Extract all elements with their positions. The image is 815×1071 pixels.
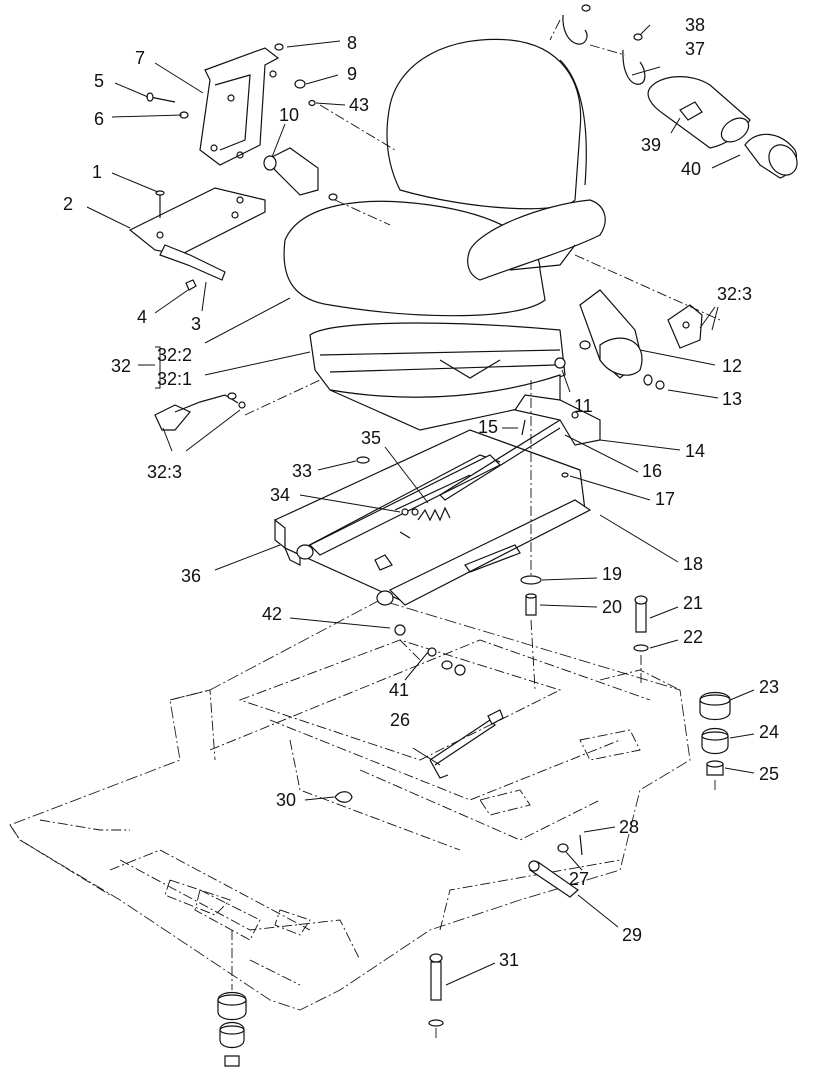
callout-3: 3	[191, 314, 201, 334]
callout-41: 41	[389, 680, 409, 700]
callout-32-2: 32:2	[157, 345, 192, 365]
callout-32-3-right: 32:3	[717, 284, 752, 304]
chassis-frame	[9, 599, 691, 1011]
callout-38: 38	[685, 15, 705, 35]
callout-32-3-left: 32:3	[147, 462, 182, 482]
callout-33: 33	[292, 461, 312, 481]
seat-mount-plate	[128, 187, 266, 291]
callout-32-1: 32:1	[157, 369, 192, 389]
callout-7: 7	[135, 48, 145, 68]
callout-4: 4	[137, 307, 147, 327]
callout-19: 19	[602, 564, 622, 584]
callout-10: 10	[279, 105, 299, 125]
callout-14: 14	[685, 441, 705, 461]
seat-assembly	[283, 38, 606, 431]
callout-43: 43	[349, 95, 369, 115]
callout-9: 9	[347, 64, 357, 84]
callout-2: 2	[63, 194, 73, 214]
callout-21: 21	[683, 593, 703, 613]
tube-clamps	[562, 4, 646, 85]
callout-39: 39	[641, 135, 661, 155]
right-side-bracket	[554, 289, 703, 390]
storage-tube	[647, 76, 798, 179]
callout-24: 24	[759, 722, 779, 742]
slide-rail-assembly	[274, 429, 592, 606]
callout-25: 25	[759, 764, 779, 784]
latch-lever	[439, 394, 601, 501]
callout-30: 30	[276, 790, 296, 810]
callout-18: 18	[683, 554, 703, 574]
callout-40: 40	[681, 159, 701, 179]
small-hardware-top	[146, 43, 338, 201]
callout-15: 15	[478, 417, 498, 437]
callout-35: 35	[361, 428, 381, 448]
callout-11: 11	[574, 396, 593, 416]
lower-hardware	[217, 575, 731, 1067]
callout-27: 27	[569, 869, 589, 889]
callout-26: 26	[390, 710, 410, 730]
seat-belt-bracket	[199, 47, 280, 166]
assembly-centerlines	[231, 19, 721, 1040]
callout-12: 12	[722, 356, 742, 376]
callout-29: 29	[622, 925, 642, 945]
callout-31: 31	[499, 950, 519, 970]
callout-42: 42	[262, 604, 282, 624]
callout-28: 28	[619, 817, 639, 837]
callout-17: 17	[655, 489, 675, 509]
callout-36: 36	[181, 566, 201, 586]
callout-13: 13	[722, 389, 742, 409]
callout-37: 37	[685, 39, 705, 59]
callout-6: 6	[94, 109, 104, 129]
callout-23: 23	[759, 677, 779, 697]
callout-22: 22	[683, 627, 703, 647]
callout-8: 8	[347, 33, 357, 53]
callout-34: 34	[270, 485, 290, 505]
callout-32: 32	[111, 356, 131, 376]
callout-20: 20	[602, 597, 622, 617]
adjust-lever	[154, 392, 246, 431]
callout-1: 1	[92, 162, 102, 182]
leader-lines	[86, 24, 755, 986]
callout-16: 16	[642, 461, 662, 481]
callout-5: 5	[94, 71, 104, 91]
callout-labels: 1 2 3 4 5 6 7 8 9 10 11 12 13 14 15 16 1…	[63, 15, 779, 970]
